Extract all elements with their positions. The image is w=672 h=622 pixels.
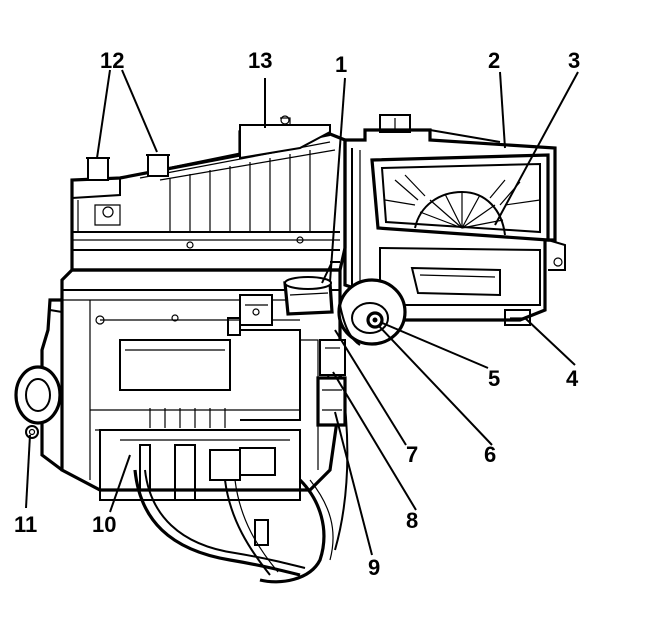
lower-duct-harness <box>99 359 349 584</box>
callout-4: 4 <box>566 366 579 391</box>
blower-fan <box>384 174 541 236</box>
callout-10: 10 <box>92 512 116 537</box>
callout-11: 11 <box>14 512 37 537</box>
leader-lines <box>25 69 579 556</box>
callout-3: 3 <box>568 48 580 73</box>
callout-labels: 1 2 3 4 5 6 7 8 9 10 11 12 13 <box>14 48 580 580</box>
callout-1: 1 <box>335 52 347 77</box>
blower-housing <box>343 114 566 326</box>
left-actuator-housing <box>14 298 63 472</box>
callout-2: 2 <box>488 48 500 73</box>
callout-13: 13 <box>248 48 272 73</box>
top-module-box <box>239 115 331 160</box>
main-housing <box>60 115 347 492</box>
blower-resistor <box>283 261 340 316</box>
callout-6: 6 <box>484 442 496 467</box>
center-bracket <box>227 294 273 336</box>
callout-9: 9 <box>368 555 380 580</box>
outlet-ports <box>86 154 170 181</box>
blower-motor <box>337 278 407 346</box>
callout-8: 8 <box>406 508 418 533</box>
callout-12: 12 <box>100 48 124 73</box>
callout-5: 5 <box>488 366 500 391</box>
callout-7: 7 <box>406 442 418 467</box>
